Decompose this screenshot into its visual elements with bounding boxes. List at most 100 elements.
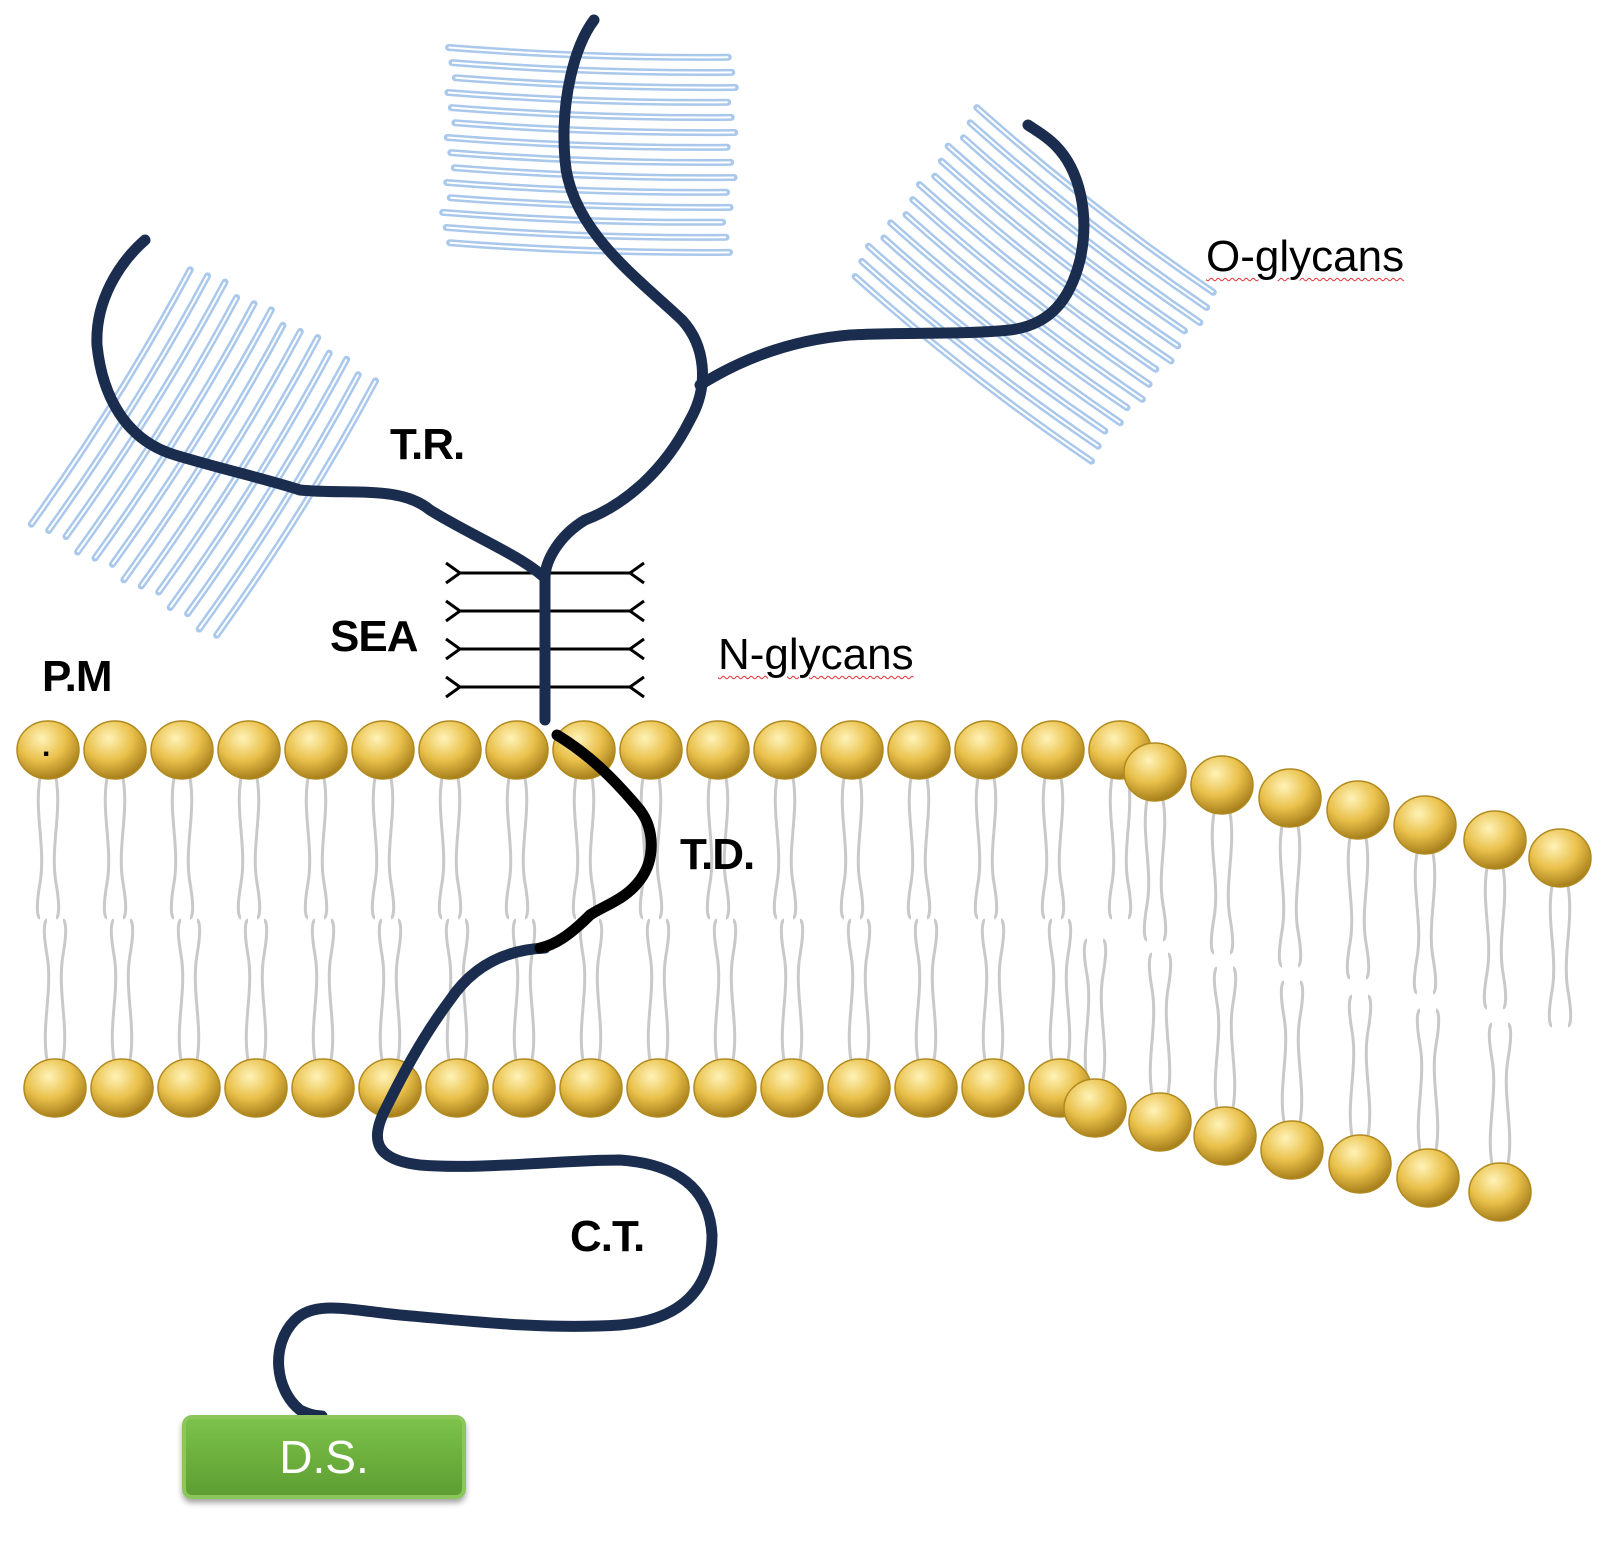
o-glycan-strand-core <box>140 331 302 587</box>
o-glycan-strand-core <box>450 151 731 164</box>
lipid-tail <box>320 777 329 920</box>
lipid-tail <box>1499 867 1508 1010</box>
lipid-tail <box>906 777 915 920</box>
td-label: T.D. <box>680 830 755 879</box>
lipid-tail <box>1082 938 1091 1081</box>
lipid-tail <box>1226 812 1235 955</box>
pm-label: P.M <box>42 652 113 701</box>
n-glycans-label: N-glycans <box>718 630 914 679</box>
o-glycan-strand-core <box>451 61 732 74</box>
o-glycan-strand-core <box>449 241 730 254</box>
lipid-tail <box>1362 837 1371 980</box>
o-glycan-strand-core <box>451 106 732 119</box>
lipid-tail <box>186 777 195 920</box>
o-glycan-strand-core <box>867 245 1106 432</box>
lipid-tail <box>997 918 1006 1061</box>
pm-dot-label: . <box>42 730 50 763</box>
lipid-head <box>16 720 80 780</box>
lipid-tail <box>236 777 245 920</box>
lipid-tail <box>377 918 386 1061</box>
lipid-tail <box>1047 918 1056 1061</box>
lipid-head <box>157 1058 221 1118</box>
lipid-tail <box>846 918 855 1061</box>
lipid-tail <box>980 918 989 1061</box>
lipid-tail <box>913 918 922 1061</box>
lipid-tail <box>1040 777 1049 920</box>
lipid-tail <box>1564 885 1573 1028</box>
o-glycan-strand-core <box>448 46 729 59</box>
o-glycan-strand-core <box>940 160 1179 347</box>
lipid-tail <box>126 918 135 1061</box>
lipid-tail <box>253 777 262 920</box>
lipid-tail <box>1277 825 1286 968</box>
o-glycan-clusters <box>27 44 1217 639</box>
lipid-tail <box>839 777 848 920</box>
lipid-head <box>1123 742 1187 802</box>
lipid-tail <box>772 777 781 920</box>
o-glycan-strand-core <box>447 91 728 104</box>
transmembrane-domain <box>534 729 657 954</box>
o-glycan-strand-core <box>912 198 1150 386</box>
lipid-tail <box>595 918 604 1061</box>
lipid-tail <box>1212 966 1221 1109</box>
lipid-tail <box>35 777 44 920</box>
lipid-head <box>827 1058 891 1118</box>
lipid-tail <box>662 918 671 1061</box>
o-glycan-strand-core <box>454 166 735 179</box>
lipid-head <box>1396 1148 1460 1208</box>
lipid-tail <box>1099 938 1108 1081</box>
lipid-tail <box>1347 994 1356 1137</box>
lipid-tail <box>461 918 470 1061</box>
o-glycan-strand-core <box>94 303 255 559</box>
lipid-tail <box>176 918 185 1061</box>
lipid-head <box>90 1058 154 1118</box>
lipid-tail <box>973 777 982 920</box>
lipid-tail <box>109 918 118 1061</box>
o-glycan-strand-core <box>65 281 226 538</box>
lipid-head <box>954 720 1018 780</box>
lipid-tail <box>856 777 865 920</box>
lipid-tail <box>119 777 128 920</box>
lipid-head <box>1468 1162 1532 1222</box>
lipid-tail <box>578 918 587 1061</box>
lipid-tail <box>528 918 537 1061</box>
protein-chain <box>91 14 1090 1422</box>
o-glycan-strand-core <box>157 337 319 593</box>
lipid-head <box>217 720 281 780</box>
lipid-tail <box>303 777 312 920</box>
lipid-head <box>150 720 214 780</box>
lipid-head <box>291 1058 355 1118</box>
o-glycan-strand-core <box>854 275 1093 462</box>
lipid-tail <box>102 777 111 920</box>
lipid-head <box>485 720 549 780</box>
lipid-tail <box>1064 918 1073 1061</box>
tr-arm-left <box>91 234 551 584</box>
lipid-tail <box>1229 966 1238 1109</box>
lipid-tail <box>655 777 664 920</box>
o-glycans-label: O-glycans <box>1206 232 1405 281</box>
tr-label: T.R. <box>390 420 465 469</box>
lipid-head <box>760 1058 824 1118</box>
o-glycan-strand <box>858 257 1102 450</box>
lipid-tail <box>1412 852 1421 995</box>
ct-label: C.T. <box>570 1212 645 1261</box>
lipid-tail <box>437 777 446 920</box>
lipid-tail <box>1159 799 1168 942</box>
lipid-tail <box>712 918 721 1061</box>
lipid-head <box>351 720 415 780</box>
lipid-tail <box>169 777 178 920</box>
lipid-head <box>1258 768 1322 828</box>
lipid-tail <box>243 918 252 1061</box>
lipid-tail <box>722 777 731 920</box>
o-glycan-strand-core <box>446 181 727 194</box>
o-glycan-strand-core <box>123 324 284 581</box>
o-glycan-strand-core <box>905 213 1143 401</box>
lipid-tail <box>1209 812 1218 955</box>
lipid-tail <box>1279 980 1288 1123</box>
lipid-tail <box>1147 952 1156 1095</box>
lipid-tail <box>394 918 403 1061</box>
lipid-head <box>1528 828 1592 888</box>
lipid-tail <box>779 918 788 1061</box>
o-glycan-strand-core <box>447 136 728 149</box>
lipid-tail <box>387 777 396 920</box>
